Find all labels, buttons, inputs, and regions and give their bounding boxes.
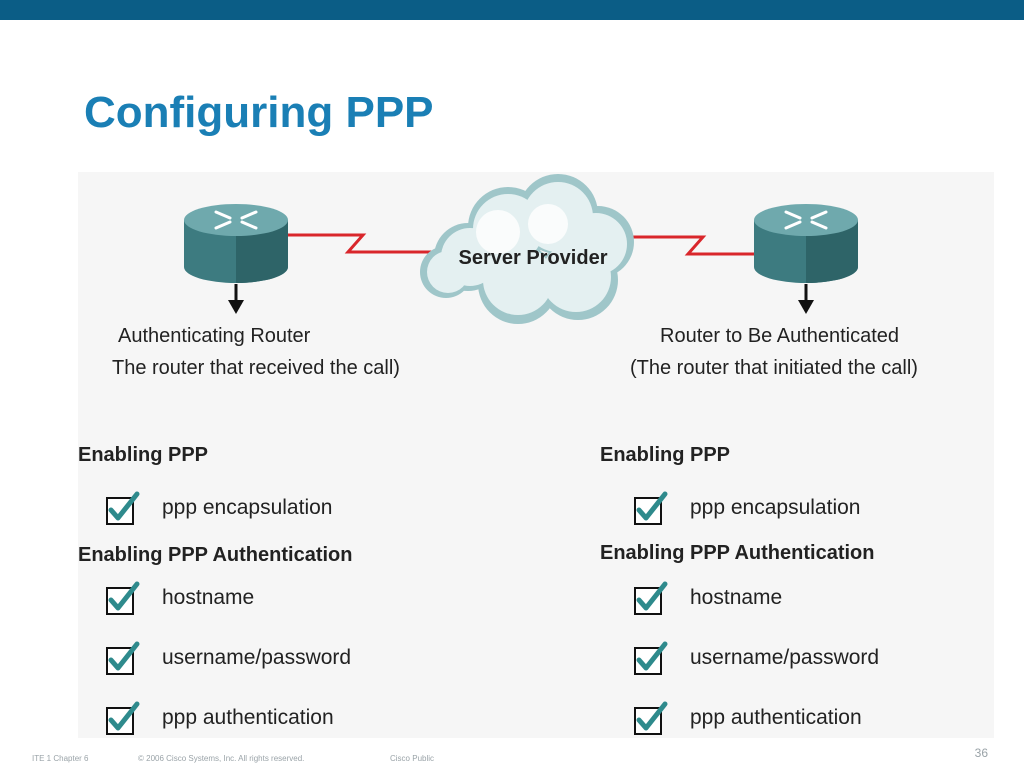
left-item-label: ppp encapsulation <box>162 496 333 519</box>
left-item-ppp-encapsulation: ppp encapsulation <box>106 488 332 528</box>
left-item-hostname: hostname <box>106 578 254 618</box>
left-router-icon <box>184 204 288 314</box>
figure-panel: Server Provider Authenticating Router Th… <box>78 172 994 738</box>
page-number: 36 <box>974 746 988 760</box>
footer-course: ITE 1 Chapter 6 <box>32 754 89 763</box>
right-router-caption: Router to Be Authenticated (The router t… <box>630 320 918 384</box>
checkbox-checked-icon <box>634 701 668 735</box>
right-item-username-password: username/password <box>634 638 879 678</box>
left-item-label: hostname <box>162 586 255 609</box>
footer-copyright: © 2006 Cisco Systems, Inc. All rights re… <box>138 754 305 763</box>
left-section-enabling-ppp-auth: Enabling PPP Authentication <box>78 544 353 566</box>
right-section-enabling-ppp-auth: Enabling PPP Authentication <box>600 542 875 564</box>
right-wan-link <box>623 235 768 256</box>
checkbox-checked-icon <box>106 641 140 675</box>
right-item-ppp-encapsulation: ppp encapsulation <box>634 488 860 528</box>
right-item-label: ppp authentication <box>690 706 862 729</box>
left-item-ppp-authentication: ppp authentication <box>106 698 334 738</box>
right-router-caption-line1: Router to Be Authenticated <box>660 325 900 347</box>
right-item-ppp-authentication: ppp authentication <box>634 698 862 738</box>
slide-title: Configuring PPP <box>84 88 434 137</box>
right-router-icon <box>754 204 858 314</box>
checkbox-checked-icon <box>634 491 668 525</box>
right-item-label: ppp encapsulation <box>690 496 861 519</box>
right-item-hostname: hostname <box>634 578 782 618</box>
right-section-enabling-ppp: Enabling PPP <box>600 444 731 466</box>
footer-classification: Cisco Public <box>390 754 435 763</box>
checkbox-checked-icon <box>106 701 140 735</box>
network-diagram: Server Provider <box>184 174 858 324</box>
checkbox-checked-icon <box>634 641 668 675</box>
top-banner-bar <box>0 0 1024 20</box>
left-router-caption-line1: Authenticating Router <box>118 325 311 347</box>
cloud-label: Server Provider <box>459 247 608 269</box>
left-wan-link <box>278 233 453 254</box>
right-item-label: username/password <box>690 646 880 669</box>
right-router-caption-line2: (The router that initiated the call) <box>630 357 918 379</box>
right-item-label: hostname <box>690 586 783 609</box>
left-item-label: ppp authentication <box>162 706 334 729</box>
left-router-caption: Authenticating Router The router that re… <box>112 320 400 384</box>
left-item-username-password: username/password <box>106 638 351 678</box>
cloud-icon <box>420 174 634 324</box>
checkbox-checked-icon <box>106 581 140 615</box>
left-item-label: username/password <box>162 646 352 669</box>
checkbox-checked-icon <box>106 491 140 525</box>
left-section-enabling-ppp: Enabling PPP <box>78 444 209 466</box>
left-router-caption-line2: The router that received the call) <box>112 357 400 379</box>
checkbox-checked-icon <box>634 581 668 615</box>
